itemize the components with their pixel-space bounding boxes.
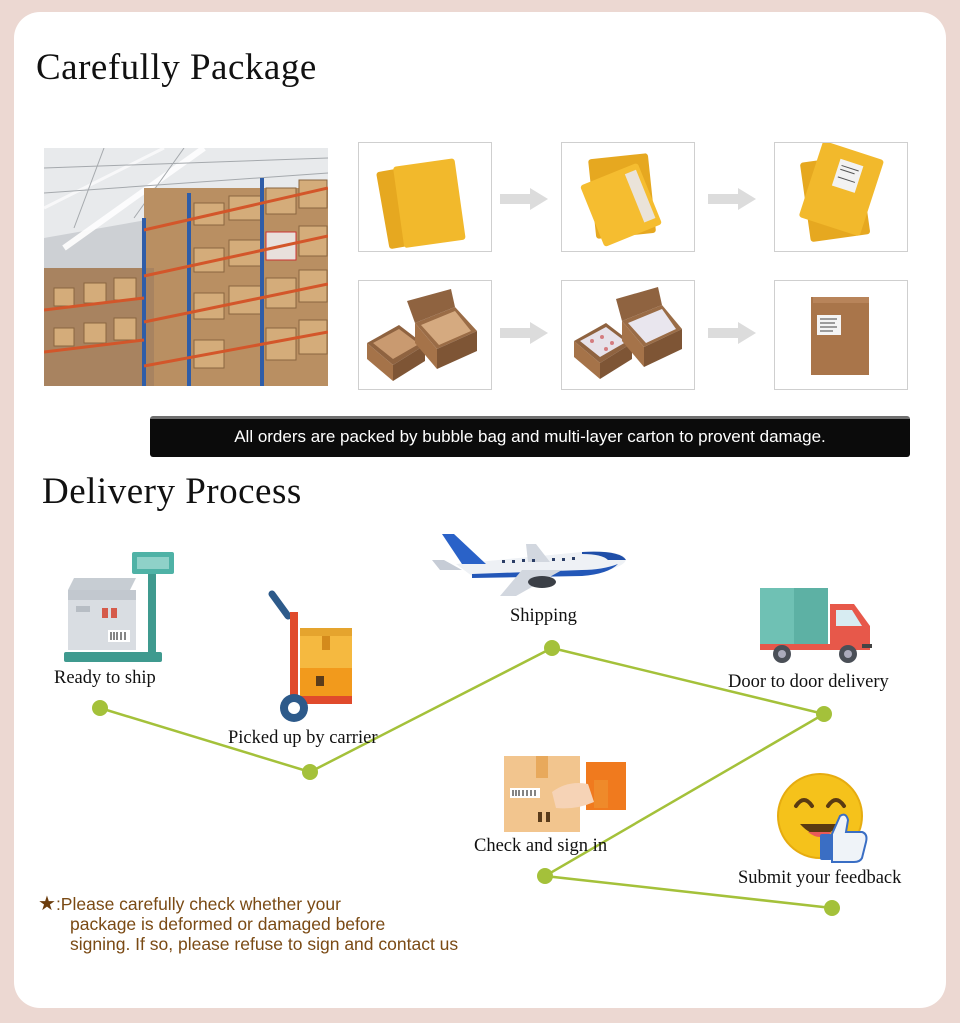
smiley-thumbs-up-icon xyxy=(777,773,868,863)
scale-box-icon xyxy=(64,552,174,662)
step-label-ready: Ready to ship xyxy=(54,668,156,688)
arrow-right-icon xyxy=(708,322,756,344)
bubble-bag-labeled-thumb xyxy=(774,142,908,252)
sealed-carton-thumb xyxy=(774,280,908,390)
page-frame: Carefully Package xyxy=(14,12,946,1008)
hand-truck-icon xyxy=(268,590,352,722)
step-dot-shipping xyxy=(544,640,560,656)
step-label-picked-up: Picked up by carrier xyxy=(228,728,378,748)
arrow-right-icon xyxy=(708,188,756,210)
truck-icon xyxy=(760,588,872,663)
arrow-right-icon xyxy=(500,322,548,344)
step-dot-check xyxy=(537,868,553,884)
step-dot-picked-up xyxy=(302,764,318,780)
note-line-3: signing. If so, please refuse to sign an… xyxy=(70,934,459,954)
packed-cartons-thumb xyxy=(561,280,695,390)
delivery-path-line xyxy=(92,640,840,916)
note-line-1: :Please carefully check whether your xyxy=(55,894,341,914)
step-label-shipping: Shipping xyxy=(510,606,577,626)
star-icon: ★ xyxy=(38,893,56,915)
packaging-banner: All orders are packed by bubble bag and … xyxy=(150,416,910,457)
step-label-check: Check and sign in xyxy=(474,836,608,856)
warehouse-photo xyxy=(44,148,328,386)
package-title: Carefully Package xyxy=(36,47,317,88)
open-cartons-thumb xyxy=(358,280,492,390)
airplane-icon xyxy=(432,534,626,596)
step-label-door: Door to door delivery xyxy=(728,672,889,692)
bubble-bags-thumb xyxy=(358,142,492,252)
bubble-bag-insert-thumb xyxy=(561,142,695,252)
step-dot-door xyxy=(816,706,832,722)
inspection-note: ★:Please carefully check whether your pa… xyxy=(38,894,458,954)
step-label-feedback: Submit your feedback xyxy=(738,868,902,888)
hand-box-icon xyxy=(504,756,626,832)
arrow-right-icon xyxy=(500,188,548,210)
note-line-2: package is deformed or damaged before xyxy=(70,914,386,934)
step-dot-ready xyxy=(92,700,108,716)
delivery-title: Delivery Process xyxy=(42,471,302,512)
step-dot-feedback xyxy=(824,900,840,916)
